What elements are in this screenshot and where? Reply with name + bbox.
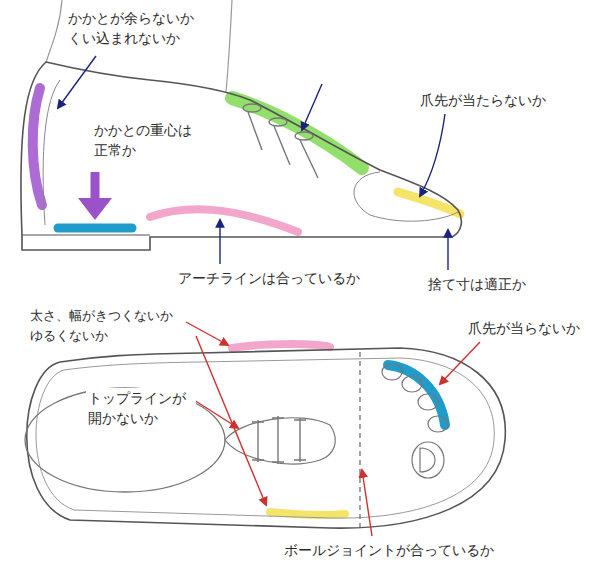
annotation-label: 捨て寸は適正か	[426, 274, 528, 294]
annotation-label: ボールジョイントが合っているか	[282, 540, 496, 560]
leg-line	[46, 0, 62, 62]
laces	[243, 104, 318, 178]
shoe-side-outline	[21, 62, 461, 250]
vamp-opening	[225, 418, 335, 464]
annotation-label: アーチラインは合っているか	[176, 268, 362, 288]
toe-cap-line	[354, 172, 458, 221]
annotation-label: 太さ、幅がきつくないか ゆるくないか	[28, 306, 183, 346]
leader-lines	[186, 322, 480, 536]
width-highlight	[232, 344, 330, 348]
annotation-label: かかとが余らないか くい込まれないか	[66, 8, 204, 48]
annotation-label: 爪先が当たらないか	[418, 90, 548, 110]
counter-line	[43, 80, 60, 225]
annotation-label: トップラインが 開かないか	[86, 388, 196, 428]
heel-highlight	[33, 88, 42, 205]
leader-lines	[58, 56, 448, 270]
annotation-label: 爪先が当らないか	[466, 318, 582, 338]
heel-seat-highlight	[58, 224, 132, 233]
insole-line	[36, 358, 494, 518]
heel-opening	[25, 388, 225, 492]
heel-block	[22, 234, 150, 235]
lacing-highlight	[232, 98, 362, 168]
shoe-bottom-outline	[27, 348, 506, 528]
arch-highlight	[150, 209, 298, 232]
laces	[252, 416, 306, 464]
weight-arrowhead	[78, 198, 112, 220]
annotation-label: かかとの重心は 正常か	[92, 120, 202, 160]
toes	[382, 364, 448, 478]
ball-joint-line	[359, 352, 360, 528]
leg-line	[226, 0, 232, 92]
width-highlight	[270, 512, 345, 515]
